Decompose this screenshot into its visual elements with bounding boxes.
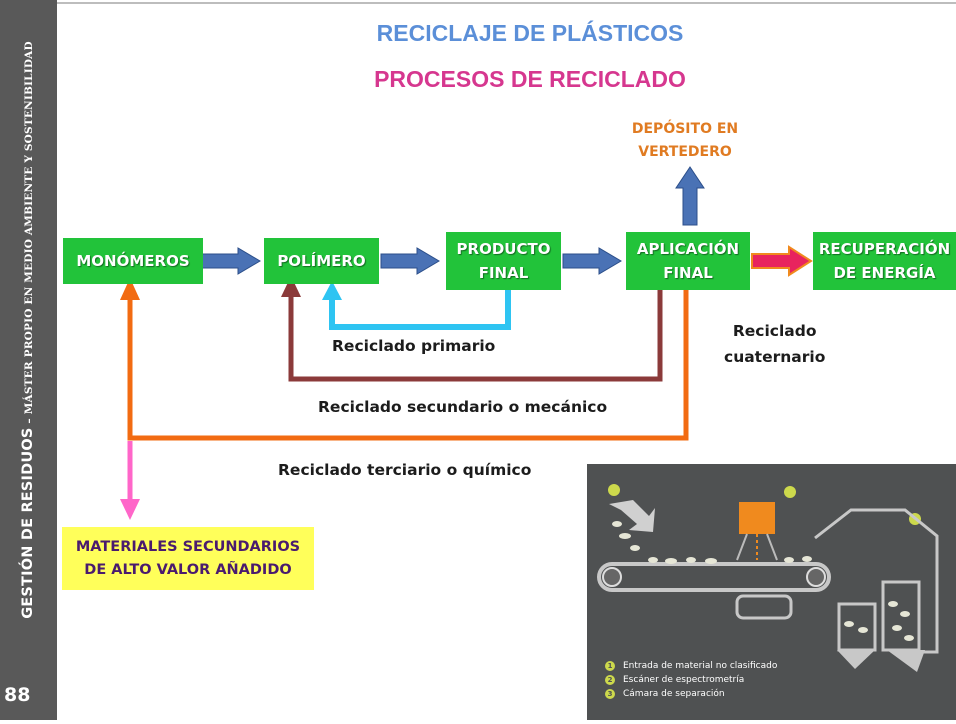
arrow-monomeros-polimero	[201, 247, 261, 275]
node-materiales-label-2: DE ALTO VALOR AÑADIDO	[84, 561, 292, 578]
sorting-machine-illustration	[587, 464, 956, 720]
sorting-machine-drawing	[597, 484, 939, 672]
legend-marker-1: 1	[605, 661, 615, 671]
separation-chamber	[814, 508, 939, 654]
sidebar: GESTIÓN DE RESIDUOS – MÁSTER PROPIO EN M…	[0, 0, 57, 720]
step-1-marker	[608, 484, 620, 496]
top-rule	[57, 2, 956, 4]
arrow-polimero-producto	[380, 247, 440, 275]
node-producto-label-1: PRODUCTO	[456, 240, 551, 258]
label-reciclado-primario: Reciclado primario	[332, 337, 496, 355]
label-cuaternario-1: Reciclado	[732, 322, 817, 340]
node-monomeros-label: MONÓMEROS	[76, 252, 190, 270]
node-recuperacion-label-1: RECUPERACIÓN	[818, 240, 951, 258]
legend-text-2: Escáner de espectrometría	[623, 675, 745, 685]
arrow-aplicacion-deposito	[675, 166, 705, 226]
output-arrow-right	[887, 650, 925, 672]
legend-marker-2: 2	[605, 675, 615, 685]
scanner-box	[739, 502, 775, 534]
bin-left	[837, 602, 877, 652]
label-cuaternario-2: cuaternario	[724, 348, 826, 366]
node-producto-label-2: FINAL	[478, 264, 529, 282]
node-deposito-label-2: VERTEDERO	[638, 144, 732, 160]
loop-secundario-head	[281, 276, 301, 297]
node-polimero: POLÍMERO	[264, 238, 379, 284]
loop-primario-head	[322, 281, 342, 300]
sorted-items	[844, 601, 914, 641]
conveyor-roller-right	[806, 567, 826, 587]
arrow-aplicacion-energia	[751, 245, 813, 277]
arrow-materiales-head	[120, 499, 140, 520]
legend-item-2: 2 Escáner de espectrometría	[605, 673, 777, 687]
node-deposito-vertedero: DEPÓSITO EN VERTEDERO	[615, 118, 755, 164]
node-materiales-secundarios: MATERIALES SECUNDARIOS DE ALTO VALOR AÑAD…	[62, 527, 314, 590]
legend-text-3: Cámara de separación	[623, 689, 725, 699]
conveyor-belt	[597, 562, 831, 592]
label-reciclado-cuaternario: Reciclado cuaternario	[724, 318, 825, 370]
output-arrow-left	[837, 650, 875, 669]
page-title: RECICLAJE DE PLÁSTICOS	[376, 20, 684, 46]
node-monomeros: MONÓMEROS	[63, 238, 203, 284]
scanner-beam-left	[736, 533, 748, 561]
plastic-items	[612, 521, 812, 564]
bin-right	[881, 580, 921, 652]
legend-item-3: 3 Cámara de separación	[605, 687, 777, 701]
loop-terciario-head	[120, 278, 140, 300]
page-subtitle: PROCESOS DE RECICLADO	[374, 66, 686, 92]
node-aplicacion-label-2: FINAL	[663, 264, 713, 282]
label-reciclado-secundario: Reciclado secundario o mecánico	[318, 398, 608, 416]
legend-text-1: Entrada de material no clasificado	[623, 661, 778, 671]
loop-terciario-line	[127, 289, 689, 441]
node-aplicacion-label-1: APLICACIÓN	[636, 240, 740, 258]
scanner-beam-right	[766, 533, 778, 561]
node-aplicacion-final: APLICACIÓN FINAL	[626, 232, 750, 290]
step-2-marker	[784, 486, 796, 498]
node-recuperacion-energia: RECUPERACIÓN DE ENERGÍA	[813, 232, 956, 290]
input-arrow	[609, 500, 655, 532]
page-number: 88	[4, 684, 31, 706]
arrow-producto-aplicacion	[562, 247, 622, 275]
loop-secundario-line	[288, 289, 663, 382]
legend-item-1: 1 Entrada de material no clasificado	[605, 659, 777, 673]
node-materiales-label-1: MATERIALES SECUNDARIOS	[75, 538, 301, 555]
label-reciclado-terciario: Reciclado terciario o químico	[278, 461, 532, 479]
motor-block	[735, 594, 793, 620]
node-deposito-label-1: DEPÓSITO EN	[631, 121, 739, 137]
loop-primario-line	[329, 289, 511, 330]
node-polimero-label: POLÍMERO	[277, 252, 366, 270]
node-producto-final: PRODUCTO FINAL	[446, 232, 561, 290]
node-recuperacion-label-2: DE ENERGÍA	[833, 264, 936, 282]
illustration-legend: 1 Entrada de material no clasificado 2 Esc…	[605, 659, 777, 701]
conveyor-roller-left	[602, 567, 622, 587]
legend-marker-3: 3	[605, 689, 615, 699]
